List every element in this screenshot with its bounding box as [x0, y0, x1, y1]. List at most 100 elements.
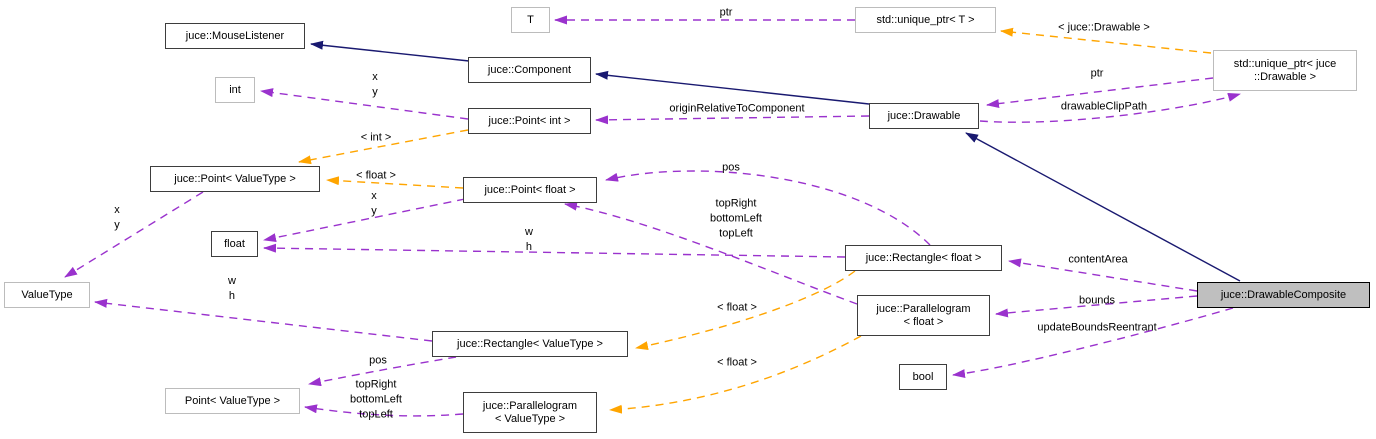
edge-label-float-tmpl-text: < float > — [356, 169, 396, 182]
node-parallelogram-valuetype-line-0: juce::Parallelogram — [482, 399, 578, 412]
node-parallelogram-float-line-1: < float > — [903, 315, 944, 328]
edge-label-origin-relative: originRelativeToComponent — [669, 102, 804, 117]
edge-label-corners-valuetype-line-2: topLeft — [359, 408, 393, 421]
edge-label-ptr-t: ptr — [720, 6, 733, 21]
edge-label-float-tmpl-para-text: < float > — [717, 356, 757, 369]
node-rectangle-float[interactable]: juce::Rectangle< float > — [845, 245, 1002, 271]
edge-label-xy-valuetype-line-0: x — [114, 204, 120, 216]
edge-label-wh-valuetype-line-0: w — [228, 275, 236, 287]
edge-label-pos-float: pos — [722, 161, 740, 176]
edge-label-wh-float-line-0: w — [525, 226, 533, 238]
edge-rectangle-float-pos-point-float — [605, 170, 931, 246]
edge-label-pos-valuetype-text: pos — [369, 354, 387, 367]
edge-label-pos-float-text: pos — [722, 161, 740, 174]
node-float-label: float — [224, 237, 245, 250]
node-point-valuetype[interactable]: juce::Point< ValueType > — [150, 166, 320, 192]
node-drawable-composite[interactable]: juce::DrawableComposite — [1197, 282, 1370, 308]
node-rectangle-valuetype[interactable]: juce::Rectangle< ValueType > — [432, 331, 628, 357]
edge-uniqueptr-drawable-ptr-drawable — [986, 77, 1214, 109]
node-parallelogram-valuetype[interactable]: juce::Parallelogram< ValueType > — [463, 392, 597, 433]
node-parallelogram-valuetype-line-1: < ValueType > — [494, 412, 566, 425]
node-point-float-label: juce::Point< float > — [484, 183, 576, 196]
edge-label-bounds: bounds — [1079, 294, 1115, 309]
node-point-int[interactable]: juce::Point< int > — [468, 108, 591, 134]
node-point-valuetype-plain-label: Point< ValueType > — [184, 394, 281, 407]
edge-label-drawable-clip-path-text: drawableClipPath — [1060, 100, 1148, 113]
edge-label-content-area: contentArea — [1068, 253, 1127, 268]
node-rectangle-valuetype-label: juce::Rectangle< ValueType > — [457, 337, 603, 350]
edge-label-corners-float-line-0: topRight — [715, 197, 757, 210]
node-unique-ptr-drawable-line-0: std::unique_ptr< juce — [1233, 57, 1337, 70]
node-int[interactable]: int — [215, 77, 255, 103]
edge-rectangle-float-instantiates-rectangle — [635, 270, 856, 351]
edge-label-corners-valuetype-line-0: topRight — [355, 378, 397, 391]
edge-label-ptr-drawable-text: ptr — [1090, 67, 1104, 80]
edge-point-int-xy-int — [260, 88, 469, 120]
edge-label-pos-valuetype: pos — [369, 354, 387, 369]
node-unique-ptr-drawable[interactable]: std::unique_ptr< juce::Drawable > — [1213, 50, 1357, 91]
node-rectangle-float-label: juce::Rectangle< float > — [865, 251, 982, 264]
edge-label-xy-valuetype-line-1: y — [114, 219, 120, 231]
node-point-float[interactable]: juce::Point< float > — [463, 177, 597, 203]
edge-label-juce-drawable-tmpl-text: < juce::Drawable > — [1058, 21, 1150, 34]
edge-point-valuetype-xy-valuetype — [64, 191, 204, 278]
edge-drawablecomposite-contentarea-rectangle — [1008, 258, 1198, 292]
edge-label-xy-float-line-1: y — [371, 205, 377, 217]
node-point-valuetype-plain[interactable]: Point< ValueType > — [165, 388, 300, 414]
edge-label-corners-valuetype-line-1: bottomLeft — [350, 393, 402, 406]
edge-drawablecomposite-updatebounds-bool — [952, 307, 1234, 378]
node-parallelogram-float[interactable]: juce::Parallelogram< float > — [857, 295, 990, 336]
edge-label-origin-relative-text: originRelativeToComponent — [669, 102, 805, 115]
edge-label-corners-float: topRight bottomLeft topLeft — [710, 197, 762, 242]
edge-drawable-origin-point-int — [595, 115, 870, 125]
edge-label-bounds-text: bounds — [1078, 294, 1116, 307]
node-bool-label: bool — [912, 370, 934, 383]
edge-label-juce-drawable-tmpl: < juce::Drawable > — [1058, 21, 1150, 36]
edge-label-xy-int-line-1: y — [372, 86, 378, 98]
edge-label-update-bounds: updateBoundsReentrant — [1037, 321, 1156, 336]
node-point-int-label: juce::Point< int > — [488, 114, 571, 127]
node-component-label: juce::Component — [487, 63, 572, 76]
edge-label-ptr-drawable: ptr — [1091, 67, 1104, 82]
edge-label-wh-float-line-1: h — [525, 241, 533, 253]
node-unique-ptr-drawable-line-1: ::Drawable > — [1253, 70, 1317, 83]
edge-label-drawable-clip-path: drawableClipPath — [1061, 100, 1147, 115]
edge-label-float-tmpl-rect: < float > — [717, 301, 757, 316]
edge-label-corners-float-line-1: bottomLeft — [710, 212, 762, 225]
edge-drawablecomposite-bounds-parallelogram — [995, 295, 1198, 318]
edge-label-corners-float-line-2: topLeft — [719, 227, 753, 240]
edge-parallelogram-valuetype-corners-point — [304, 404, 464, 417]
edge-point-int-instantiates-point-valuetype — [298, 129, 469, 165]
node-bool[interactable]: bool — [899, 364, 947, 390]
edge-drawable-clippath-uniqueptr — [979, 93, 1241, 123]
edge-label-wh-valuetype-line-1: h — [228, 290, 236, 302]
node-drawable[interactable]: juce::Drawable — [869, 103, 979, 129]
edge-drawablecomposite-inherits-drawable — [965, 132, 1241, 282]
node-valuetype-label: ValueType — [21, 288, 73, 301]
edge-label-int-tmpl: < int > — [361, 131, 392, 146]
edge-uniqueptr-drawable-instantiates-uniqueptr-t — [1000, 27, 1212, 54]
edge-parallelogram-float-corners-point-float — [564, 201, 858, 305]
node-drawable-label: juce::Drawable — [887, 109, 961, 122]
edge-label-float-tmpl: < float > — [356, 169, 396, 184]
edge-point-float-instantiates-point-valuetype — [326, 176, 464, 189]
node-valuetype[interactable]: ValueType — [4, 282, 90, 308]
edge-label-update-bounds-text: updateBoundsReentrant — [1037, 321, 1157, 334]
edge-label-corners-valuetype: topRight bottomLeft topLeft — [350, 378, 402, 423]
edge-label-xy-int-line-0: x — [372, 71, 378, 83]
node-unique-ptr-t-label: std::unique_ptr< T > — [876, 13, 975, 26]
node-float[interactable]: float — [211, 231, 258, 257]
node-t[interactable]: T — [511, 7, 550, 33]
edge-parallelogram-float-instantiates-para — [609, 335, 862, 414]
node-unique-ptr-t[interactable]: std::unique_ptr< T > — [855, 7, 996, 33]
edge-label-float-tmpl-rect-text: < float > — [717, 301, 757, 314]
node-mouse-listener[interactable]: juce::MouseListener — [165, 23, 305, 49]
node-component[interactable]: juce::Component — [468, 57, 591, 83]
node-parallelogram-float-line-0: juce::Parallelogram — [876, 302, 971, 315]
